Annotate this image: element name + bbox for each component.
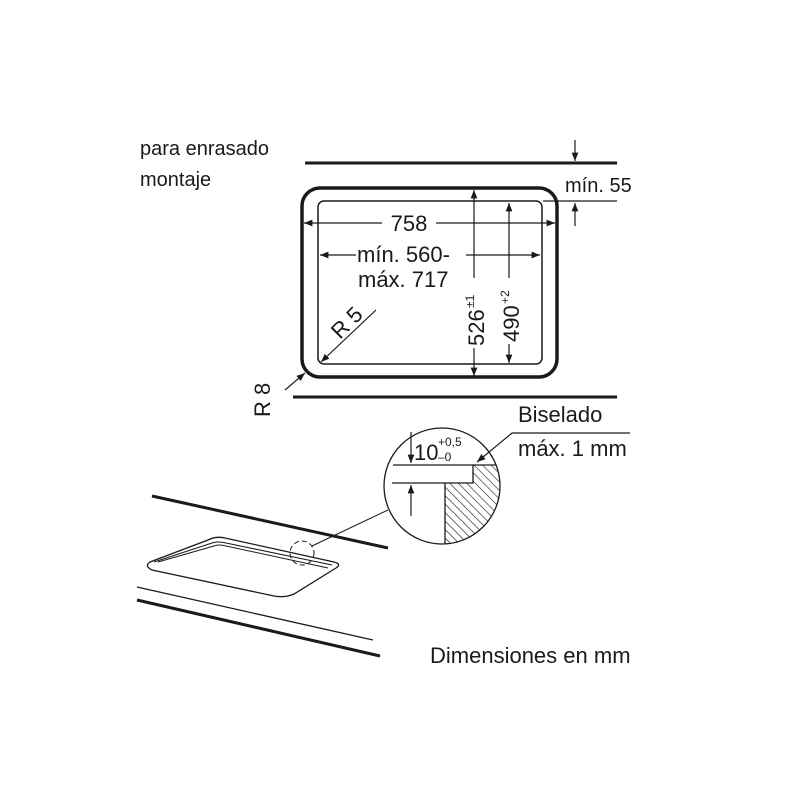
cutout-outer-outline (300, 186, 559, 379)
top-view: para enrasado montaje mín. 55 758 mín. 5… (140, 138, 632, 417)
perspective-view (136, 494, 389, 658)
worktop-section-hatch (444, 464, 500, 544)
inner-height-label: 490 (499, 305, 524, 342)
detail-marker-circle (289, 540, 315, 566)
inner-width-label-1: mín. 560- (357, 242, 450, 267)
rebate-tol-plus: +0,5 (438, 435, 462, 449)
bevel-label-2: máx. 1 mm (518, 436, 627, 461)
outer-radius-label: R 8 (250, 383, 275, 417)
worktop-back-edge (151, 494, 389, 550)
min-depth-label: mín. 55 (565, 175, 632, 197)
bevel-label-1: Biselado (518, 402, 602, 427)
inner-radius-leader (320, 309, 377, 363)
rebate-depth-label: 10 (414, 440, 438, 465)
bevel-leader (476, 432, 513, 463)
inner-width-label-2: máx. 717 (358, 267, 449, 292)
flush-mount-label-1: para enrasado (140, 138, 269, 160)
outer-height-label: 526 (464, 309, 489, 346)
cutout-perspective-inner (157, 544, 329, 569)
outer-width-label: 758 (391, 211, 428, 236)
rebate-tol-minus: –0 (438, 450, 452, 464)
inner-height-tolerance: +2 (498, 290, 512, 304)
worktop-front-edge-bottom (136, 598, 381, 658)
units-note: Dimensiones en mm (430, 643, 631, 668)
bevel-detail: 10 +0,5 –0 Biselado máx. 1 mm (383, 402, 630, 545)
detail-leader (311, 509, 389, 547)
cutout-perspective-outer (146, 536, 340, 598)
cutout-inner-outline (317, 200, 543, 365)
outer-height-tolerance: ±1 (463, 294, 477, 308)
inner-radius-label: R 5 (326, 302, 368, 344)
cutout-perspective-rebate (153, 541, 333, 566)
flush-mount-label-2: montaje (140, 169, 211, 191)
outer-radius-leader (284, 372, 306, 391)
worktop-front-edge-top (136, 586, 374, 641)
